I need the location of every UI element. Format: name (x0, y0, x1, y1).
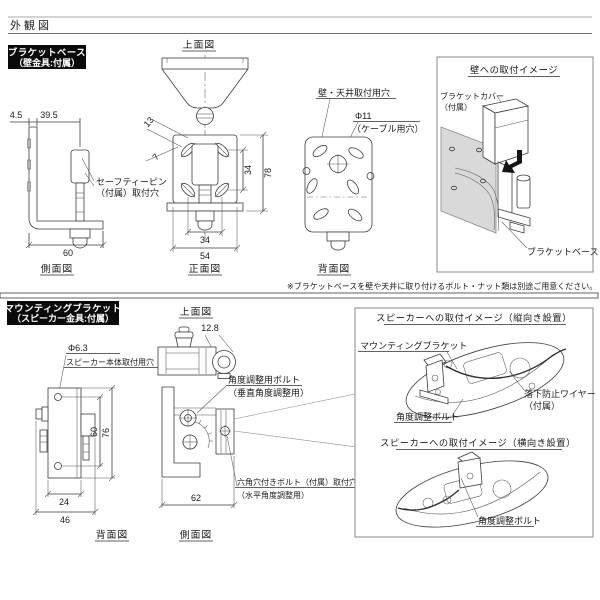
front-view-label: 正面図 (189, 263, 221, 275)
hex-bolt-label: 六角穴付きボルト（付属）取付穴 (237, 477, 357, 487)
bracket-base-subname: （壁金具:付属） (14, 57, 80, 68)
wall-mount-image-box: 壁への取付イメージ ブラケットカバー （付属） ブラケットベース (436, 56, 599, 273)
dim-7: 7 (150, 152, 161, 162)
bracket-base-name: ブラケットベース (8, 47, 86, 58)
bracket-base-front-view: 13 7 34 78 34 54 正面図 (142, 115, 273, 276)
bracket-base-back-view: 壁・天井取付用穴 Φ11 （ケーブル用穴） 背面図 (302, 87, 423, 276)
top-view-label-mb: 上面図 (180, 306, 212, 318)
dim-60-mb: 60 (89, 427, 99, 437)
speaker-mount-image-box: スピーカーへの取付イメージ（縦向き設置） マウンティングブラケット 落下防止ワイ… (354, 307, 596, 538)
bracket-base-side-view: 4.5 39.5 セーフティーピン （付属）取付穴 60 側面図 (10, 110, 167, 276)
phi63-label: Φ6.3 (68, 343, 88, 353)
angle-bolt-callout-vertical: 角度調整ボルト (396, 411, 459, 422)
dim-13: 13 (142, 115, 156, 129)
cable-hole-label: （ケーブル用穴） (352, 123, 423, 134)
section1-note: ※ブラケットベースを壁や天井に取り付けるボルト・ナット類は別途ご用意ください。 (287, 281, 597, 291)
angle-bolt-label: 角度調整用ボルト (228, 374, 300, 385)
drop-wire-label: 落下防止ワイヤー (524, 388, 596, 399)
mounting-bracket-subname: （スピーカー金具:付属） (12, 313, 114, 324)
wall-ceiling-hole-label: 壁・天井取付用穴 (318, 87, 390, 98)
dim-54: 54 (200, 251, 210, 261)
safety-pin-label: セーフティーピン (96, 177, 167, 187)
mounting-bracket-side-view: 角度調整用ボルト （垂直角度調整用） 六角穴付きボルト（付属）取付穴 （水平角度… (158, 374, 465, 542)
speaker-mount-title-vertical: スピーカーへの取付イメージ（縦向き設置） (376, 312, 572, 323)
mounting-bracket-name: マウンティングブラケット (4, 303, 121, 314)
drop-wire-label2: （付属） (524, 401, 560, 411)
side-view-label-mb: 側面図 (180, 528, 212, 541)
safety-pin-label2: （付属）取付穴 (96, 187, 159, 198)
mounting-bracket-top-view: 上面図 12.8 (157, 306, 236, 379)
bracket-base-section-label: ブラケットベース （壁金具:付属） (8, 45, 86, 69)
hex-bolt-label2: （水平角度調整用） (237, 490, 309, 500)
page-title: 外観図 (10, 18, 52, 32)
page-header: 外観図 (8, 16, 592, 34)
dim-78: 78 (263, 168, 273, 178)
dim-24: 24 (59, 497, 69, 507)
angle-bolt-label2: （垂直角度調整用） (228, 387, 309, 398)
back-view-label: 背面図 (318, 262, 350, 275)
dim-62: 62 (191, 493, 201, 503)
top-view-label: 上面図 (183, 39, 215, 51)
speaker-hole-label: スピーカー本体取付用穴 (66, 357, 154, 367)
bracket-cover-label: ブラケットカバー (440, 91, 504, 101)
dim-76: 76 (101, 428, 111, 438)
mounting-bracket-section-label: マウンティングブラケット （スピーカー金具:付属） (4, 301, 121, 325)
dim-34-horizontal: 34 (200, 235, 210, 245)
wall-mount-title: 壁への取付イメージ (470, 64, 558, 75)
bracket-base-callout: ブラケットベース (527, 246, 599, 257)
mounting-bracket-back-view: Φ6.3 スピーカー本体取付用穴 60 76 (32, 343, 160, 542)
mounting-bracket-callout: マウンティングブラケット (360, 340, 467, 351)
dim-39-5: 39.5 (40, 110, 58, 120)
dim-12-8: 12.8 (201, 323, 219, 333)
dim-46: 46 (60, 515, 70, 525)
angle-bolt-callout-horizontal: 角度調整ボルト (478, 515, 541, 526)
bracket-cover-label2: （付属） (440, 102, 472, 112)
dim-4-5: 4.5 (10, 110, 23, 120)
section-divider (0, 292, 599, 299)
dim-60: 60 (63, 248, 73, 258)
side-view-label: 側面図 (41, 262, 73, 275)
phi11-label: Φ11 (355, 111, 372, 121)
dim-34-vertical: 34 (243, 165, 253, 175)
bracket-base-top-view: 上面図 (161, 39, 249, 128)
speaker-mount-title-horizontal: スピーカーへの取付イメージ（横向き設置） (380, 437, 576, 448)
back-view-label-mb: 背面図 (96, 528, 128, 541)
